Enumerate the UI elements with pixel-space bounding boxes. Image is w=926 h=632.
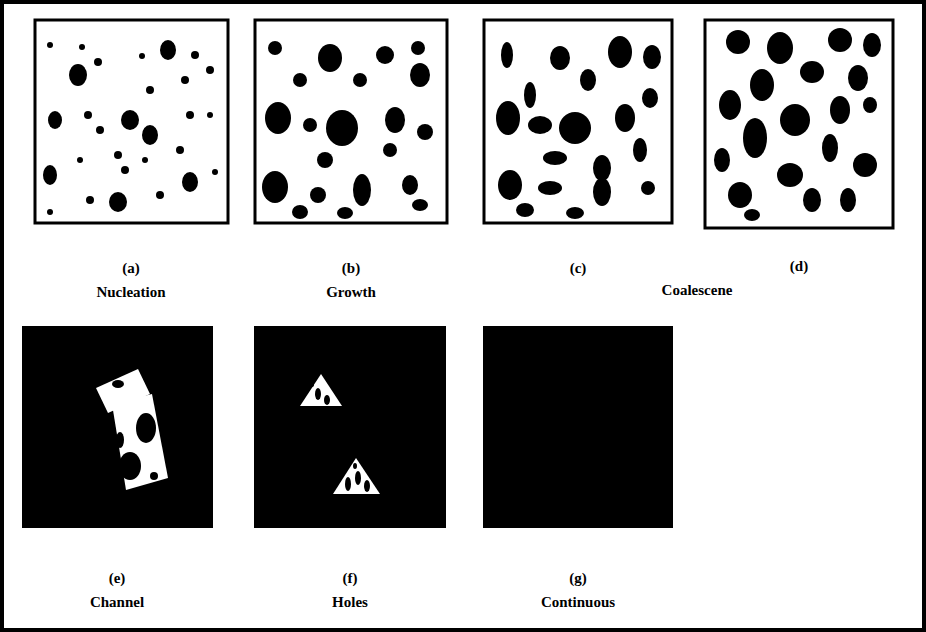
stage-name: Channel <box>90 593 144 611</box>
stage-name: Growth <box>326 283 376 301</box>
panel-letter: (c) <box>570 259 587 277</box>
panel-letter: (e) <box>109 569 126 587</box>
nucleation-panel <box>35 20 228 223</box>
holes-panel <box>254 326 446 528</box>
stage-name: Continuous <box>541 593 615 611</box>
panel-letter: (f) <box>343 569 358 587</box>
panel-letter: (d) <box>790 257 808 275</box>
growth-panel <box>255 20 447 223</box>
panel-letter: (b) <box>342 259 360 277</box>
late-coalescence-panel <box>705 20 893 228</box>
coalescence-panel <box>484 20 672 223</box>
panel-letter: (a) <box>122 259 140 277</box>
continuous-panel <box>483 326 673 528</box>
panel-letter: (g) <box>569 569 587 587</box>
channel-panel <box>22 326 213 528</box>
stage-name: Coalescene <box>662 281 733 299</box>
stage-name: Holes <box>332 593 368 611</box>
stage-name: Nucleation <box>96 283 165 301</box>
